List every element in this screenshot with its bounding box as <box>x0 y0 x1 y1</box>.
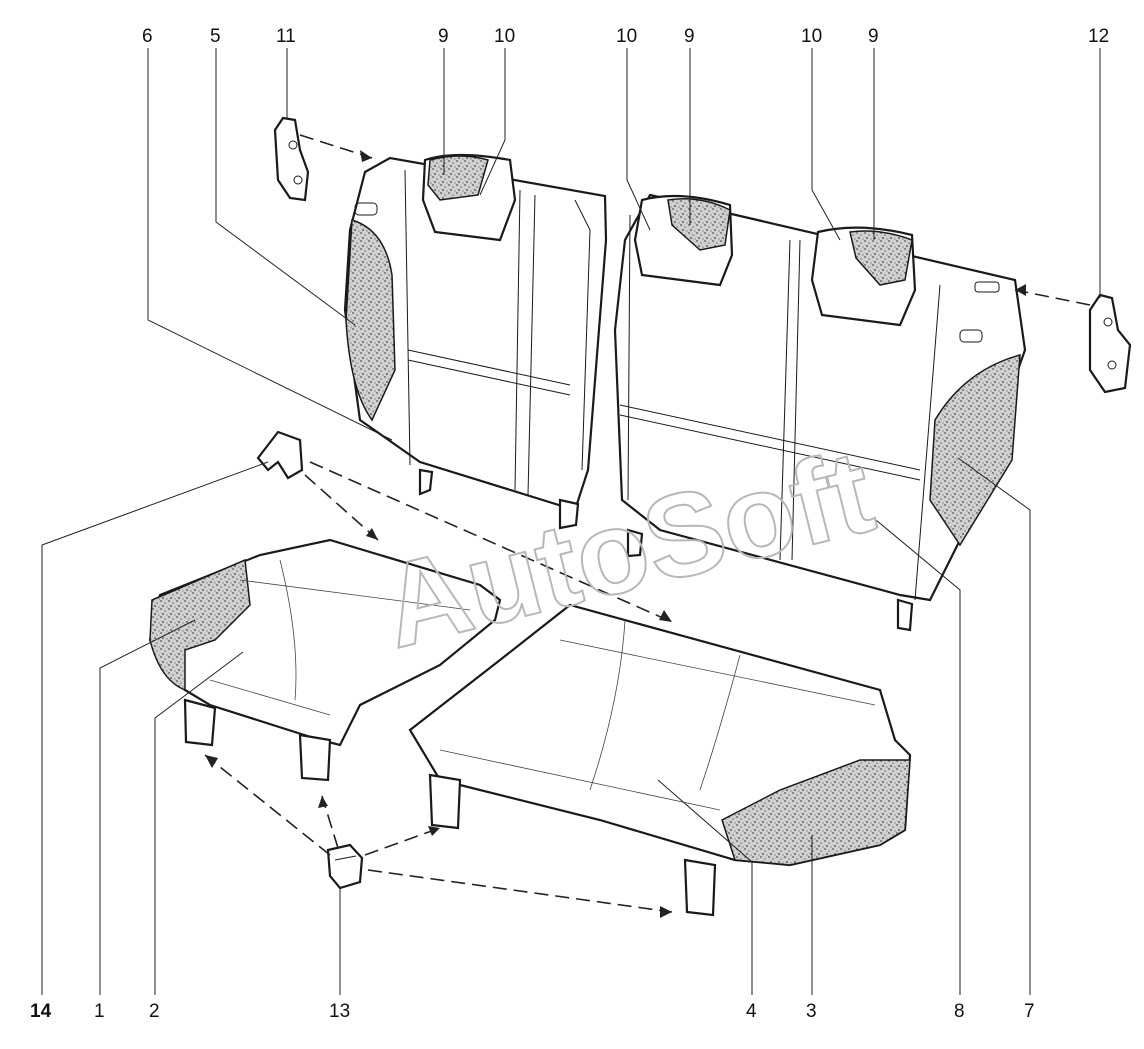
bracket-12 <box>1088 293 1132 394</box>
callout-10-right: 10 <box>801 26 822 47</box>
right-cushion-side-bolster <box>721 759 911 866</box>
callout-3: 3 <box>806 1001 817 1022</box>
callout-9-middle: 9 <box>684 26 695 47</box>
callout-4: 4 <box>746 1001 757 1022</box>
callout-labels: 6 5 11 9 10 10 9 10 9 12 14 1 2 13 4 3 8… <box>30 26 1109 1022</box>
left-backrest <box>343 156 608 530</box>
callout-10-left: 10 <box>494 26 515 47</box>
callout-7: 7 <box>1024 1001 1035 1022</box>
right-headrest-inner <box>633 194 734 287</box>
left-seat-cushion <box>148 538 502 782</box>
callout-9-right: 9 <box>868 26 879 47</box>
callout-12: 12 <box>1088 26 1109 47</box>
callout-5: 5 <box>210 26 221 47</box>
callout-1: 1 <box>94 1001 105 1022</box>
callout-8: 8 <box>954 1001 965 1022</box>
callout-9-left: 9 <box>438 26 449 47</box>
callout-14: 14 <box>30 1001 52 1022</box>
right-seat-cushion <box>408 603 912 917</box>
right-backrest <box>613 193 1027 632</box>
callout-13: 13 <box>329 1001 350 1022</box>
bracket-11 <box>273 116 310 202</box>
callout-10-middle: 10 <box>616 26 637 47</box>
callout-6: 6 <box>142 26 153 47</box>
clip-13 <box>326 843 364 890</box>
right-backrest-side-bolster <box>929 353 1021 547</box>
assembly-arrows <box>204 134 1091 918</box>
right-headrest-outer <box>810 226 917 327</box>
left-backrest-side-bolster <box>345 219 396 422</box>
left-cushion-side-bolster <box>149 558 251 692</box>
leader-lines <box>41 48 1101 995</box>
left-headrest <box>421 153 517 242</box>
clip-14 <box>256 430 304 480</box>
callout-11: 11 <box>276 26 296 47</box>
callout-2: 2 <box>149 1001 160 1022</box>
